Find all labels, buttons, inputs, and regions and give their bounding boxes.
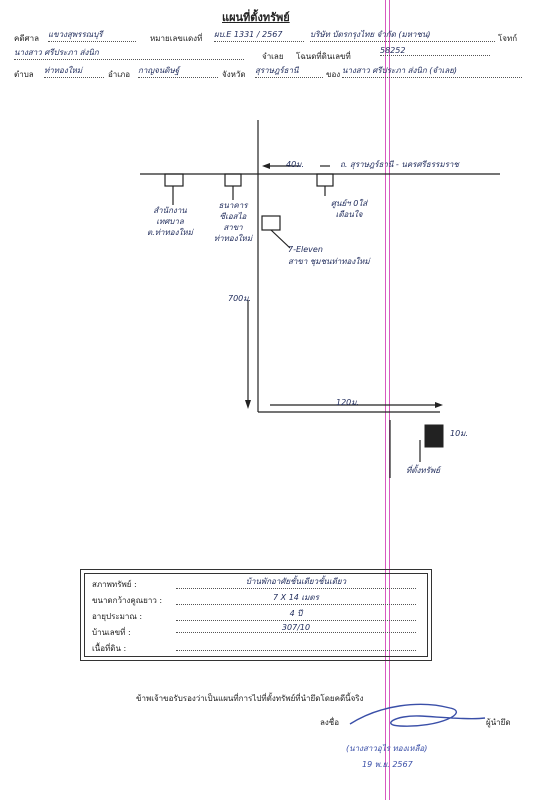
case-no-value: ผบ.E 1331 / 2567 [214, 28, 304, 42]
type-value: บ้านพักอาศัยชั้นเดียวชั้นเดียว [176, 575, 416, 589]
distance-700: 700ม. [228, 294, 252, 303]
house-no-label: บ้านเลขที่ : [92, 628, 131, 637]
page-title: แผนที่ตั้งทรัพย์ [222, 11, 290, 24]
landmark-building [164, 173, 184, 187]
area-label: เนื้อที่ดิน : [92, 644, 127, 653]
property-table [80, 569, 432, 661]
sign-date: 19 พ.ย. 2567 [362, 760, 413, 769]
signer-name: (นางสาวอุไร ทองเหลือ) [346, 744, 428, 753]
distance-10: 10ม. [450, 429, 468, 438]
deed-no-value: 58252 [380, 46, 490, 56]
plaintiff-suffix: โจทก์ [498, 34, 518, 43]
age-value: 4 ปี [176, 607, 416, 621]
size-value: 7 X 14 เมตร [176, 591, 416, 605]
defendant-label: จำเลย [262, 52, 284, 61]
defendant-value: นางสาว ศรีประภา ส่งนิก [14, 46, 244, 60]
subdistrict-label: ตำบล [14, 70, 34, 79]
landmark-bank: ธนาคารซีเอสไอสาขาท่าทองใหม่ [213, 201, 253, 243]
province-label: จังหวัด [222, 70, 246, 79]
province-value: สุราษฎร์ธานี [255, 64, 323, 78]
margin-line [385, 0, 386, 800]
court-value: แขวงสุพรรณบุรี [48, 28, 136, 42]
house-no-value: 307/10 [176, 623, 416, 633]
property-label: ที่ตั้งทรัพย์ [406, 466, 440, 475]
owner-label: ของ [326, 70, 341, 79]
distance-120: 120ม. [336, 398, 360, 407]
case-no-label: หมายเลขแดงที่ [150, 34, 203, 43]
type-label: สภาพทรัพย์ : [92, 580, 137, 589]
sign-suffix: ผู้นำยึด [486, 718, 511, 727]
margin-line [389, 0, 390, 800]
district-label: อำเภอ [108, 70, 131, 79]
plaintiff-value: บริษัท บัตรกรุงไทย จำกัด (มหาชน) [310, 28, 495, 42]
owner-value: นางสาว ศรีประภา ส่งนิก (จำเลย) [342, 64, 522, 78]
case-label: คดีศาล [14, 34, 40, 43]
landmark-center: ศูนย์ฯ 0ใส่เตือนใจ [330, 199, 368, 219]
subdistrict-value: ท่าทองใหม่ [44, 64, 104, 78]
property-marker [424, 424, 444, 448]
property-table-inner [84, 573, 428, 657]
distance-40: 40ม. [286, 160, 304, 169]
landmark-municipal: สำนักงานเทศบาลต.ท่าทองใหม่ [147, 206, 193, 237]
certify-text: ข้าพเจ้าขอรับรองว่าเป็นแผนที่การไปที่ตั้… [136, 694, 364, 703]
age-label: อายุประมาณ : [92, 612, 143, 621]
deed-label: โฉนดที่ดินเลขที่ [296, 52, 351, 61]
road-label: ถ. สุราษฎร์ธานี - นครศรีธรรมราช [340, 160, 459, 169]
sign-label: ลงชื่อ [320, 718, 340, 727]
district-value: กาญจนดิษฐ์ [138, 64, 218, 78]
area-value [176, 639, 416, 651]
size-label: ขนาดกว้างคูณยาว : [92, 596, 163, 605]
